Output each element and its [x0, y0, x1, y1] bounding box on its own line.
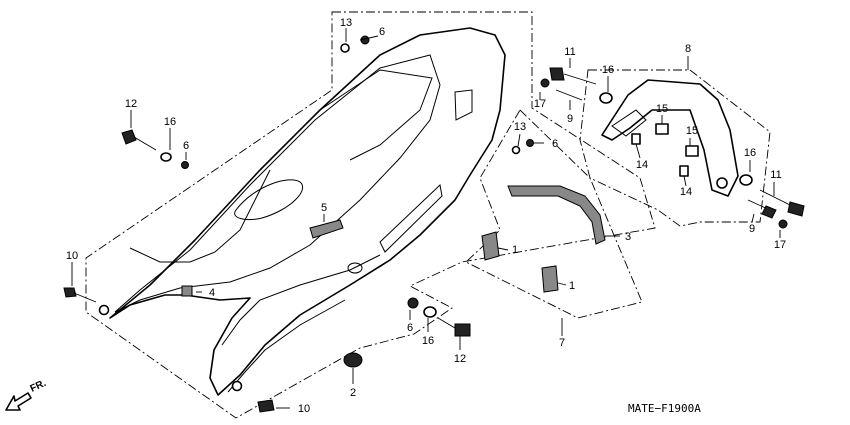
- callout-16: 16: [164, 116, 176, 128]
- callout-14: 14: [680, 186, 692, 198]
- callout-3: 3: [625, 231, 631, 243]
- callout-9: 9: [567, 113, 573, 125]
- part-3-rail: [507, 185, 606, 245]
- rail-bracket-boundary: [465, 109, 643, 319]
- callout-10: 10: [298, 403, 310, 415]
- callout-10: 10: [66, 250, 78, 262]
- callout-11: 11: [564, 46, 575, 58]
- callout-6: 6: [183, 140, 189, 152]
- callout-2: 2: [350, 387, 356, 399]
- callout-13: 13: [514, 121, 526, 133]
- callout-16: 16: [744, 147, 756, 159]
- rear-cowl-assembly-boundary: [85, 11, 656, 419]
- callout-labels: 13 6 12 16 6 5 10 4 2 10 6 16 12 1 1 7 3…: [66, 17, 786, 415]
- callout-17: 17: [534, 98, 546, 110]
- callout-16: 16: [602, 64, 614, 76]
- grab-rail-assembly-boundary: [579, 69, 771, 227]
- leader-lines: [71, 28, 781, 409]
- callout-16: 16: [422, 335, 434, 347]
- part-8-grab-rail: [601, 79, 739, 197]
- callout-12: 12: [125, 98, 137, 110]
- hardware: [63, 35, 805, 413]
- callout-1: 1: [569, 280, 575, 292]
- callout-6: 6: [552, 138, 558, 150]
- callout-1: 1: [512, 244, 518, 256]
- front-arrow-icon: [5, 392, 32, 411]
- rear-cowl: [98, 27, 506, 396]
- callout-13: 13: [340, 17, 352, 29]
- callout-14: 14: [636, 159, 648, 171]
- callout-5: 5: [321, 202, 327, 214]
- callout-4: 4: [209, 287, 215, 299]
- callout-12: 12: [454, 353, 466, 365]
- callout-6: 6: [379, 26, 385, 38]
- callout-11: 11: [770, 169, 781, 181]
- callout-6: 6: [407, 322, 413, 334]
- callout-7: 7: [559, 337, 565, 349]
- front-label: FR.: [29, 378, 48, 395]
- callout-15: 15: [686, 125, 698, 137]
- front-direction-indicator: FR.: [5, 378, 48, 411]
- callout-17: 17: [774, 239, 786, 251]
- diagram-code: MATE−F1900A: [628, 402, 701, 415]
- callout-9: 9: [749, 223, 755, 235]
- callout-15: 15: [656, 103, 668, 115]
- callout-8: 8: [685, 43, 691, 55]
